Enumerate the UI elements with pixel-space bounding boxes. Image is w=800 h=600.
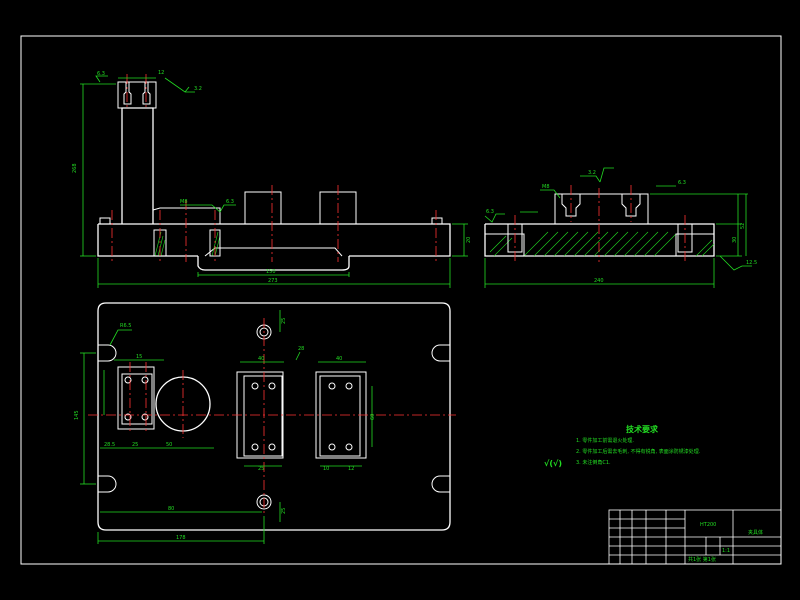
top-dim-a: 80: [168, 506, 174, 512]
title-material: HT200: [700, 522, 716, 528]
title-sheet: 共1张 第1张: [688, 556, 716, 563]
side-overall-length: 240: [594, 278, 604, 284]
top-dim-d: 40: [258, 356, 264, 362]
side-view: 240 30 52 6.3 3.2 12.5 6.3 M8: [484, 167, 757, 288]
front-roughness-top: 6.3: [97, 71, 105, 77]
front-slot-length: 150: [266, 269, 276, 275]
front-thread: M8: [180, 199, 188, 205]
top-dim-side-2: 25: [281, 508, 287, 514]
top-dim-side: 25: [281, 318, 287, 324]
side-roughness-top: 6.3: [678, 180, 686, 186]
tech-item-2: 2. 零件加工后需去毛刺, 不得有锐角, 表面涂防锈漆处理.: [576, 448, 701, 455]
title-scale: 1:1: [722, 548, 730, 554]
title-part-name: 夹具体: [748, 529, 763, 536]
side-thread: M8: [542, 184, 550, 190]
top-dim-k: 50: [166, 442, 172, 448]
front-height: 268: [72, 163, 78, 173]
top-dim-x: 28.5: [104, 442, 115, 448]
side-roughness-right: 12.5: [746, 260, 757, 266]
front-view: 273 150 268 20 6.3 3.2 M8 6.3 12: [72, 70, 472, 288]
top-dim-f: 28: [298, 346, 304, 352]
top-dim-g: 25: [258, 466, 264, 472]
tech-item-3: 3. 未注倒角C1.: [576, 459, 611, 466]
top-height: 145: [74, 410, 80, 420]
front-slot-width: 12: [158, 70, 164, 76]
tech-requirements: 技术要求 1. 零件加工前需退火处理. 2. 零件加工后需去毛刺, 不得有锐角,…: [544, 424, 701, 468]
side-roughness-side: 3.2: [588, 170, 596, 176]
tech-title: 技术要求: [626, 424, 659, 434]
tech-item-1: 1. 零件加工前需退火处理.: [576, 437, 634, 444]
front-overall-length: 273: [268, 278, 278, 284]
top-dim-c: 15: [136, 354, 142, 360]
top-dim-e: 40: [336, 356, 342, 362]
drawing-border: [20, 35, 782, 565]
side-height-right: 52: [740, 223, 746, 229]
top-dim-b: 25: [132, 442, 138, 448]
top-dim-i: 10: [323, 466, 329, 472]
top-label-r: R6.5: [120, 323, 131, 329]
top-dim-h: 12: [348, 466, 354, 472]
front-roughness-right: 6.3: [226, 199, 234, 205]
front-roughness-slot: 3.2: [194, 86, 202, 92]
title-block: HT200 夹具体 1:1 共1张 第1张: [608, 509, 782, 565]
top-width-total: 178: [176, 535, 186, 541]
side-roughness-left: 6.3: [486, 209, 494, 215]
top-dim-j: 60: [370, 414, 376, 420]
front-base-height: 20: [466, 237, 472, 243]
side-base-height: 30: [732, 237, 738, 243]
top-view: 145 178 80 25 28.5 50 15 40 40 28 25 12 …: [74, 302, 456, 544]
roughness-symbol: √(√): [544, 459, 562, 468]
